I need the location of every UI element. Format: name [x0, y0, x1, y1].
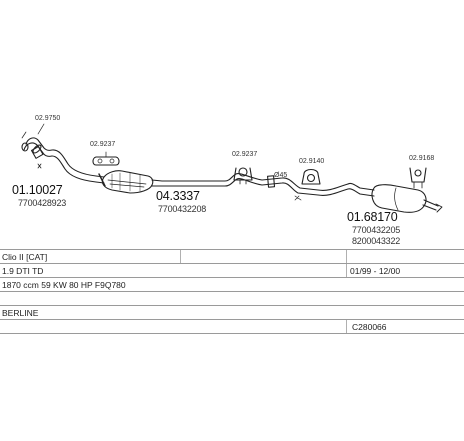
table-row-body: BERLINE [0, 305, 464, 320]
rear-silencer-oe-ref-2: 8200043322 [352, 236, 401, 246]
rear-silencer-number: 01.68170 [347, 210, 398, 224]
years-cell: 01/99 - 12/00 [350, 266, 401, 276]
exhaust-diagram: 01.10027 7700428923 04.3337 7700432208 0… [12, 115, 443, 246]
table-row-engine: 1.9 DTI TD 01/99 - 12/00 [0, 263, 464, 278]
model-cell: Clio II [CAT] [2, 252, 48, 262]
catalyst-drawing [98, 170, 207, 194]
front-pipe-oe-ref: 7700428923 [18, 198, 67, 208]
hanger-3-number: 02.9168 [409, 155, 435, 162]
hanger-1-drawing [233, 167, 253, 185]
clamp-number: 02.9237 [90, 141, 116, 148]
table-row-model: Clio II [CAT] [0, 249, 464, 264]
exhaust-drawing [21, 123, 443, 213]
code-cell: C280066 [352, 322, 387, 332]
table-bottom-border [0, 333, 464, 334]
details-cell: 1870 ccm 59 KW 80 HP F9Q780 [2, 280, 126, 290]
table-row-code: C280066 [0, 319, 464, 334]
front-pipe-drawing [21, 123, 105, 184]
catalyst-number: 04.3337 [156, 189, 200, 203]
hanger-1-number: 02.9237 [232, 151, 258, 158]
clamp-drawing [92, 151, 120, 166]
front-pipe-number: 01.10027 [12, 183, 63, 197]
gasket-number: 02.9750 [35, 115, 61, 122]
gasket-drawing [32, 144, 42, 154]
table-row-empty [0, 291, 464, 306]
rear-silencer-oe-ref-1: 7700432205 [352, 225, 401, 235]
table-row-details: 1870 ccm 59 KW 80 HP F9Q780 [0, 277, 464, 292]
hanger-2-number: 02.9140 [299, 158, 325, 165]
catalyst-oe-ref: 7700432208 [158, 204, 207, 214]
hanger-2-drawing [301, 168, 321, 185]
engine-cell: 1.9 DTI TD [2, 266, 44, 276]
pipe-diameter-label: Ø45 [274, 172, 288, 179]
rear-silencer-drawing [347, 182, 443, 213]
body-cell: BERLINE [2, 308, 39, 318]
hanger-3-drawing [409, 167, 427, 189]
center-pipe-drawing [205, 173, 349, 201]
